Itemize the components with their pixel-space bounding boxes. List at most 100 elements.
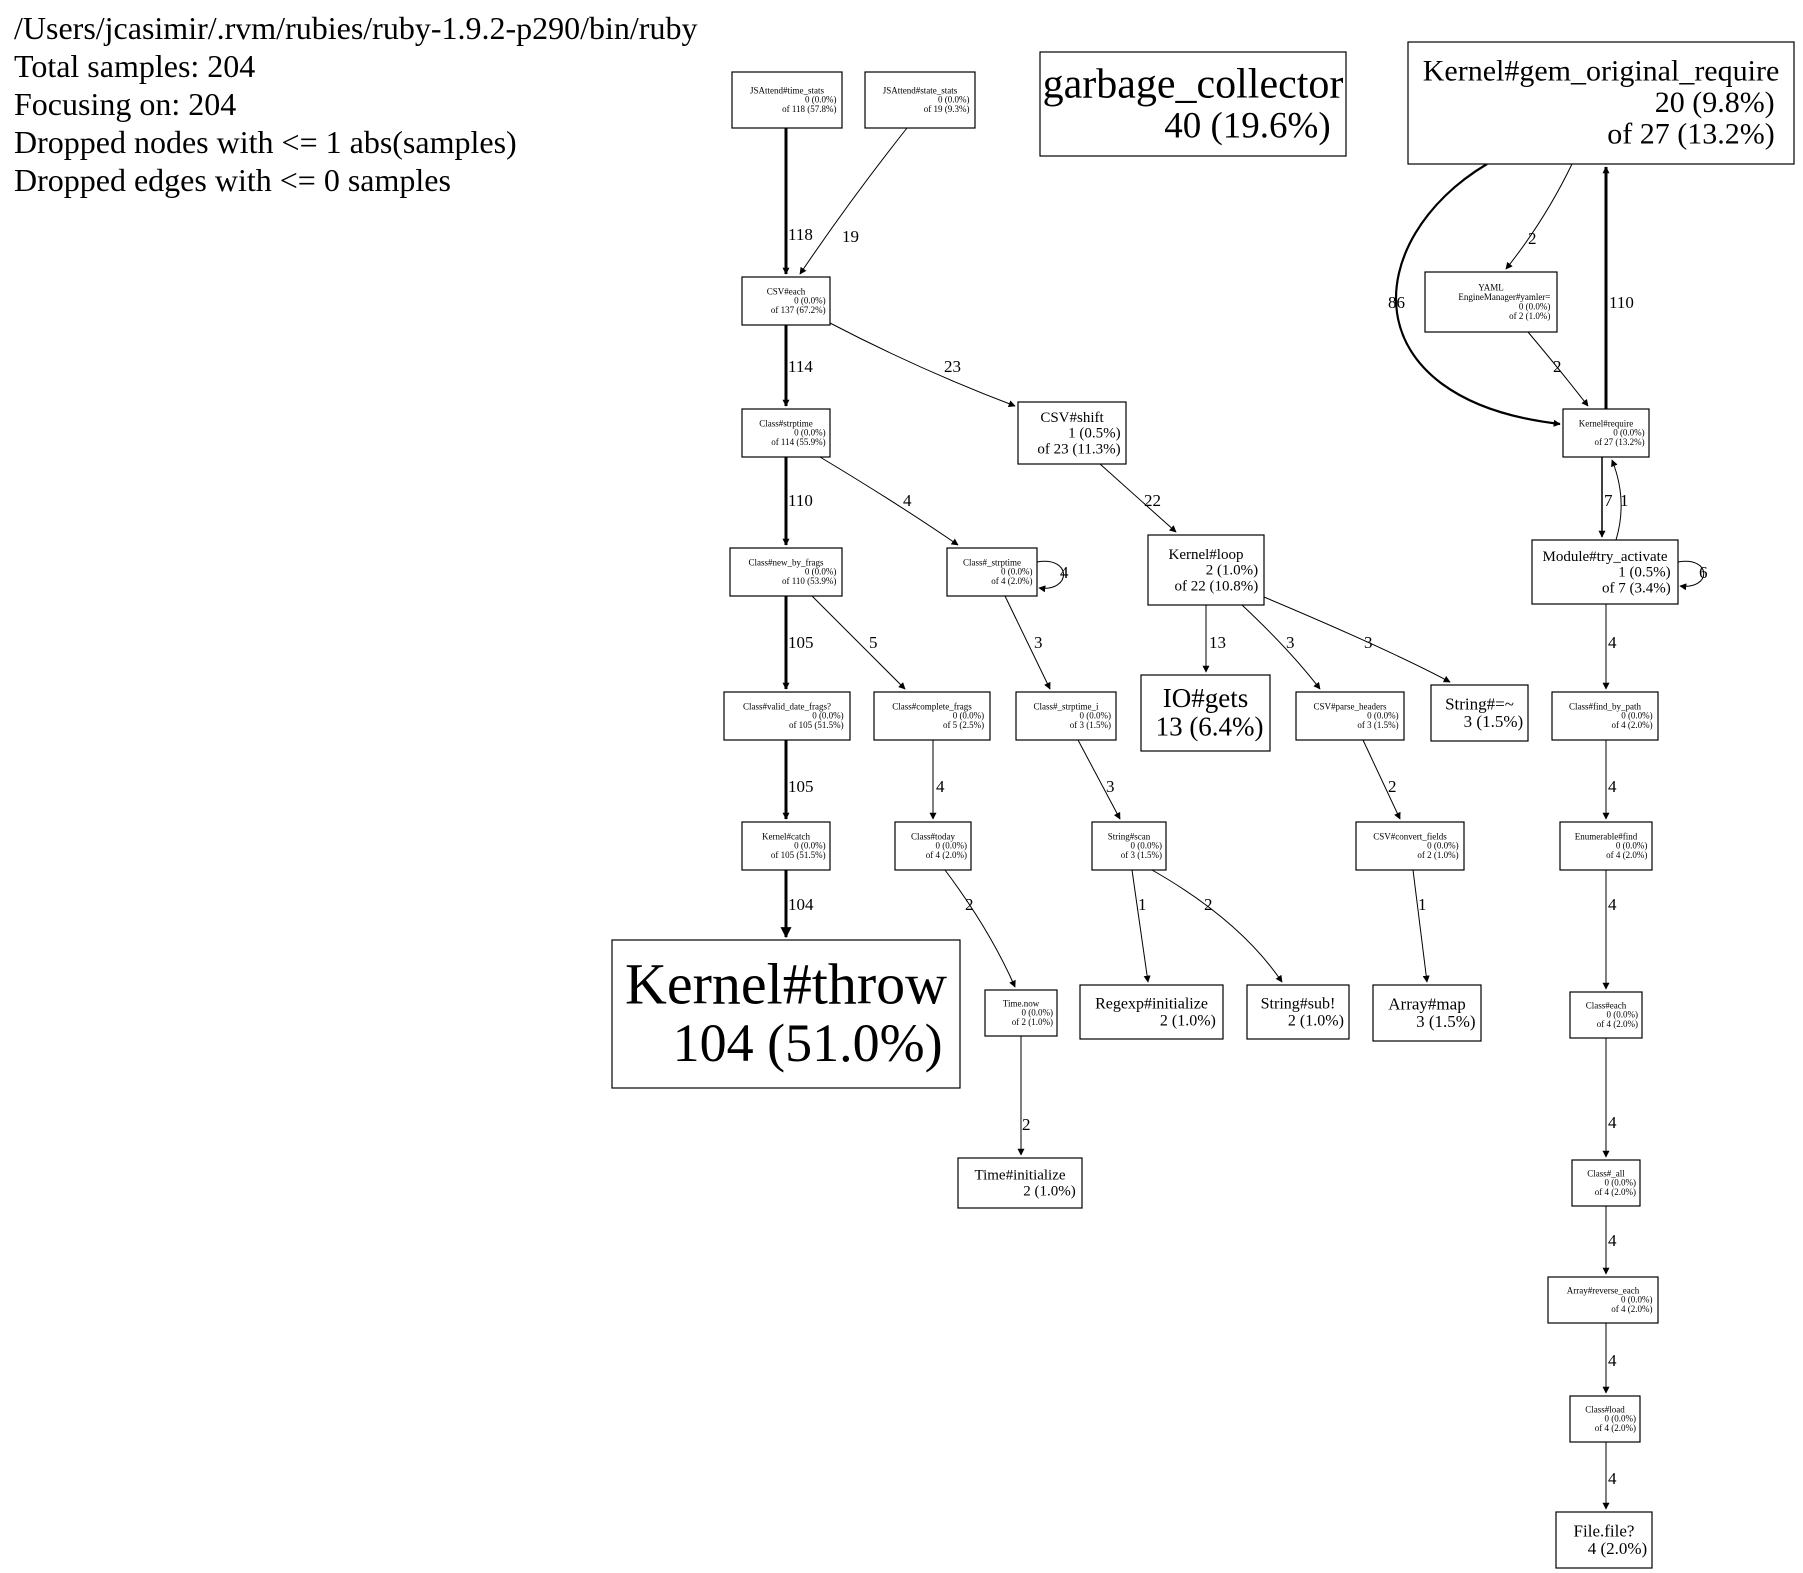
edge-label: 6: [1699, 563, 1708, 582]
edge-label: 2: [965, 895, 974, 914]
node-stat: 2 (1.0%): [1023, 1183, 1076, 1199]
edge-str_scan-to-str_sub: [1151, 869, 1283, 983]
header-focusing-on: Focusing on: 204: [14, 86, 236, 122]
node-box: [1091, 821, 1167, 871]
node-box: [731, 71, 843, 129]
edge-label: 2: [1204, 895, 1213, 914]
node-stat: of 4 (2.0%): [1611, 1304, 1652, 1314]
header-dropped-nodes: Dropped nodes with <= 1 abs(samples): [14, 124, 517, 160]
node-title: CSV#each: [767, 286, 806, 296]
node-box: [1355, 821, 1465, 871]
edge-label: 1: [1620, 491, 1629, 510]
edge-label: 3: [1364, 633, 1373, 652]
edge-label: 4: [1608, 1231, 1617, 1250]
edge-label: 104: [788, 895, 814, 914]
edge-label: 105: [788, 633, 814, 652]
node-title: Kernel#gem_original_require: [1423, 55, 1780, 88]
node-title: Time.now: [1003, 998, 1040, 1008]
node-stat: 0 (0.0%): [805, 95, 837, 105]
node-box: [1531, 539, 1679, 605]
node-stat: of 27 (13.2%): [1607, 118, 1774, 151]
node-stat: 0 (0.0%): [936, 841, 968, 851]
node-title: YAML: [1478, 283, 1504, 293]
edge-label: 4: [1608, 633, 1617, 652]
node-stat: 104 (51.0%): [673, 1013, 943, 1073]
node-stat: of 137 (67.2%): [771, 305, 826, 315]
edge-gem_req-to-k_require: [1395, 163, 1561, 427]
node-box: [1295, 691, 1405, 741]
node-valid-date: Class#valid_date_frags?0 (0.0%)of 105 (5…: [723, 691, 851, 741]
node-box: [741, 821, 831, 871]
edge-label: 105: [788, 777, 814, 796]
node-stat: 0 (0.0%): [1080, 711, 1112, 721]
node-stat: of 118 (57.8%): [782, 104, 836, 114]
node-stat: of 105 (51.5%): [789, 720, 844, 730]
node-stat: 1 (0.5%): [1068, 426, 1121, 442]
node-box: [894, 821, 972, 871]
node-stat: of 3 (1.5%): [1357, 720, 1398, 730]
node-title: IO#gets: [1163, 683, 1248, 713]
node-box: [873, 691, 991, 741]
node-stat: 0 (0.0%): [1621, 711, 1653, 721]
node-stat: of 3 (1.5%): [1070, 720, 1111, 730]
node-stat: 0 (0.0%): [805, 567, 837, 577]
node-file-file: File.file?4 (2.0%): [1555, 1511, 1653, 1569]
node-title: Kernel#require: [1579, 418, 1633, 428]
node-title: Class#_strptime_i: [1034, 701, 1099, 711]
edge-label: 4: [1608, 1469, 1617, 1488]
node-title: Class#load: [1585, 1404, 1625, 1414]
node-title: CSV#convert_fields: [1373, 831, 1447, 841]
header-dropped-edges: Dropped edges with <= 0 samples: [14, 162, 451, 198]
edge-parse_headers-to-convert_fields: [1362, 739, 1401, 820]
node-stat: 1 (0.5%): [1618, 565, 1671, 581]
node-box: [1559, 821, 1653, 871]
edge-strptime_i-to-str_scan: [1077, 739, 1121, 820]
node-str-sub: String#sub!2 (1.0%): [1246, 984, 1350, 1040]
edge-today-to-time_now: [944, 869, 1016, 988]
edge-label: 19: [842, 227, 859, 246]
node-box: [1407, 41, 1795, 165]
edge-new_by_frags-to-complete_frags: [811, 595, 906, 690]
node-stat: EngineManager#yamler=: [1458, 292, 1550, 302]
node-box: [946, 547, 1038, 597]
edge-label: 114: [788, 357, 813, 376]
node-box: [611, 939, 961, 1089]
edge-label: 2: [1528, 229, 1537, 248]
edge-label: 2: [1553, 357, 1562, 376]
node-stat: of 4 (2.0%): [1597, 1019, 1638, 1029]
edge-strptime-to-strptime2: [819, 456, 959, 546]
node-title: Array#map: [1388, 994, 1465, 1013]
node-strptime-i: Class#_strptime_i0 (0.0%)of 3 (1.5%): [1015, 691, 1117, 741]
node-title: String#scan: [1108, 831, 1151, 841]
node-title: JSAttend#state_stats: [883, 85, 958, 95]
edge-strptime2-to-strptime2: [1036, 560, 1064, 593]
node-title: Regexp#initialize: [1095, 995, 1208, 1012]
edge-try_activate-to-try_activate: [1677, 560, 1705, 591]
node-box: [1430, 684, 1529, 742]
edge-gem_req-to-yaml: [1505, 163, 1573, 270]
edge-try_activate-to-k_require: [1611, 459, 1622, 541]
node-stat: 13 (6.4%): [1156, 711, 1264, 741]
node-title: Class#complete_frags: [892, 701, 972, 711]
edge-label: 3: [1106, 777, 1115, 796]
edge-label: 4: [936, 777, 945, 796]
node-stat: of 2 (1.0%): [1509, 311, 1550, 321]
node-box: [1079, 984, 1224, 1040]
node-stat: of 4 (2.0%): [991, 576, 1032, 586]
node-stat: of 27 (13.2%): [1594, 437, 1644, 447]
node-box: [1372, 984, 1482, 1042]
